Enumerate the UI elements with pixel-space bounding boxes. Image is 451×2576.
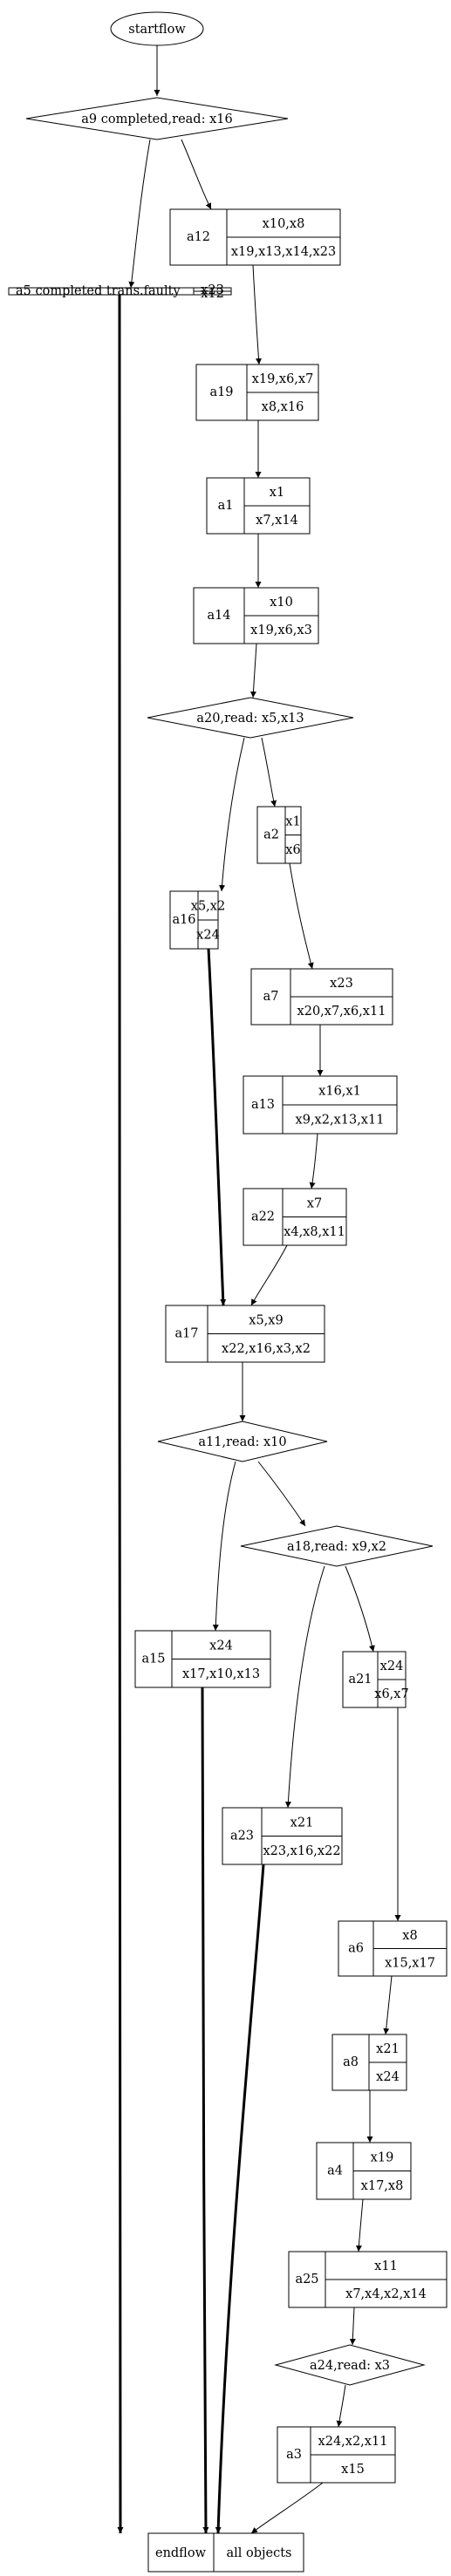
edge-a6-a8 xyxy=(383,1975,393,2035)
node-a3-id: a3 xyxy=(286,2448,302,2462)
node-a22-top: x7 xyxy=(307,1196,322,1210)
node-a2-id: a2 xyxy=(263,828,279,842)
end-node-box xyxy=(147,2532,304,2573)
end-node-right-label: all objects xyxy=(226,2546,291,2560)
end-node-left-label: endflow xyxy=(155,2546,207,2560)
edges xyxy=(117,45,401,2534)
node-a21-bottom: x6,x7 xyxy=(374,1687,408,1701)
node-a8-bottom: x24 xyxy=(376,2070,400,2084)
node-a4-top: x19 xyxy=(371,2150,394,2164)
node-a5-id: a5 completed trans.faulty xyxy=(16,284,181,298)
node-a19-bottom: x8,x16 xyxy=(262,400,304,414)
node-a12-top: x10,x8 xyxy=(263,217,305,231)
decision-a24-shape xyxy=(274,2344,426,2386)
node-a16-top: x5,x2 xyxy=(191,900,225,914)
node-a23-id: a23 xyxy=(230,1830,254,1843)
node-a17-bottom: x22,x16,x3,x2 xyxy=(222,1342,311,1356)
edge-a16-a17 xyxy=(207,948,227,1306)
node-a13-top: x16,x1 xyxy=(318,1085,361,1099)
edge-a18-a21 xyxy=(345,1565,375,1653)
node-a8-id: a8 xyxy=(343,2055,359,2069)
decision-a20-shape xyxy=(147,697,354,739)
node-a17-id: a17 xyxy=(174,1327,198,1341)
node-a4-id: a4 xyxy=(327,2164,343,2178)
decision-a18-label: a18,read: x9,x2 xyxy=(287,1540,386,1554)
edge-a3-end xyxy=(250,2482,324,2534)
node-a17-top: x5,x9 xyxy=(249,1313,283,1327)
node-a2-bottom: x6 xyxy=(285,843,300,857)
node-a6-bottom: x15,x17 xyxy=(385,1956,435,1970)
node-a21-id: a21 xyxy=(348,1673,372,1687)
node-a7-bottom: x20,x7,x6,x11 xyxy=(297,1005,386,1019)
edge-a9-a5 xyxy=(128,139,151,289)
node-a25-top: x11 xyxy=(374,2259,398,2273)
edge-a22-a17 xyxy=(250,1244,288,1306)
node-a14-bottom: x19,x6,x3 xyxy=(250,624,312,637)
node-a23-top: x21 xyxy=(290,1816,314,1830)
edge-a23-end xyxy=(215,1864,265,2534)
decision-a9-shape xyxy=(25,97,289,140)
edge-a12-a19 xyxy=(252,264,262,365)
edge-a20-a16 xyxy=(219,737,245,892)
node-a12-bottom: x19,x13,x14,x23 xyxy=(231,245,336,259)
decision-a11-shape xyxy=(157,1421,328,1462)
start-node-label: startflow xyxy=(128,23,186,37)
node-a3-bottom: x15 xyxy=(341,2463,365,2477)
node-a21-top: x24 xyxy=(380,1659,404,1673)
edge-a20-a2 xyxy=(261,737,277,808)
start-node-shape xyxy=(110,11,204,46)
node-a3-top: x24,x2,x11 xyxy=(318,2435,388,2449)
node-a8-top: x21 xyxy=(376,2042,400,2056)
decision-a18-shape xyxy=(240,1525,434,1567)
edge-a11-a18 xyxy=(257,1461,306,1527)
node-a7-top: x23 xyxy=(330,977,353,991)
node-a2-top: x1 xyxy=(285,814,300,828)
edge-a24-a3 xyxy=(336,2384,346,2428)
node-a22-bottom: x4,x8,x11 xyxy=(284,1225,345,1239)
node-a5-bottom: x12 xyxy=(201,287,224,301)
edge-a11-a15 xyxy=(212,1461,236,1632)
node-a16-bottom: x24 xyxy=(196,929,220,943)
node-a6-id: a6 xyxy=(348,1942,364,1956)
node-a7-id: a7 xyxy=(263,990,279,1004)
node-a22-id: a22 xyxy=(251,1210,275,1224)
node-a12-id: a12 xyxy=(187,230,210,244)
node-a23-bottom: x23,x16,x22 xyxy=(263,1844,340,1858)
node-a25-bottom: x7,x4,x2,x14 xyxy=(345,2287,427,2301)
node-a16-id: a16 xyxy=(172,913,195,927)
node-a1-id: a1 xyxy=(218,499,234,513)
decision-a11-label: a11,read: x10 xyxy=(198,1435,286,1449)
decision-a24-label: a24,read: x3 xyxy=(310,2359,390,2373)
decision-a20-label: a20,read: x5,x13 xyxy=(196,712,304,726)
edge-a13-a22 xyxy=(309,1133,318,1189)
decision-a9-label: a9 completed,read: x16 xyxy=(81,112,232,126)
node-a14-top: x10 xyxy=(270,596,293,610)
edge-a18-a23 xyxy=(284,1565,325,1809)
node-a15-bottom: x17,x10,x13 xyxy=(182,1667,260,1681)
edge-a4-a25 xyxy=(355,2198,364,2252)
edge-a2-a7 xyxy=(289,862,314,970)
node-a13-bottom: x9,x2,x13,x11 xyxy=(296,1114,385,1128)
edge-a15-end xyxy=(201,1687,209,2534)
node-a6-top: x8 xyxy=(402,1929,417,1943)
edge-a25-a24 xyxy=(349,2307,356,2346)
nodes: startflow a9 completed,read: x16 a20,read:… xyxy=(8,11,448,2573)
node-a13-id: a13 xyxy=(251,1098,275,1112)
node-a1-bottom: x7,x14 xyxy=(256,514,298,528)
node-a1-top: x1 xyxy=(270,486,284,500)
node-a19-id: a19 xyxy=(209,385,233,399)
node-a19-top: x19,x6,x7 xyxy=(252,372,314,386)
node-a5-top: x23 xyxy=(201,283,224,297)
node-a14-id: a14 xyxy=(207,609,230,623)
node-a15-top: x24 xyxy=(209,1639,233,1653)
edge-a14-a20 xyxy=(249,643,257,699)
node-a25-id: a25 xyxy=(295,2273,318,2286)
edge-a9-a12 xyxy=(181,139,212,210)
node-a4-bottom: x17,x8 xyxy=(361,2179,404,2193)
node-a15-id: a15 xyxy=(141,1653,165,1666)
